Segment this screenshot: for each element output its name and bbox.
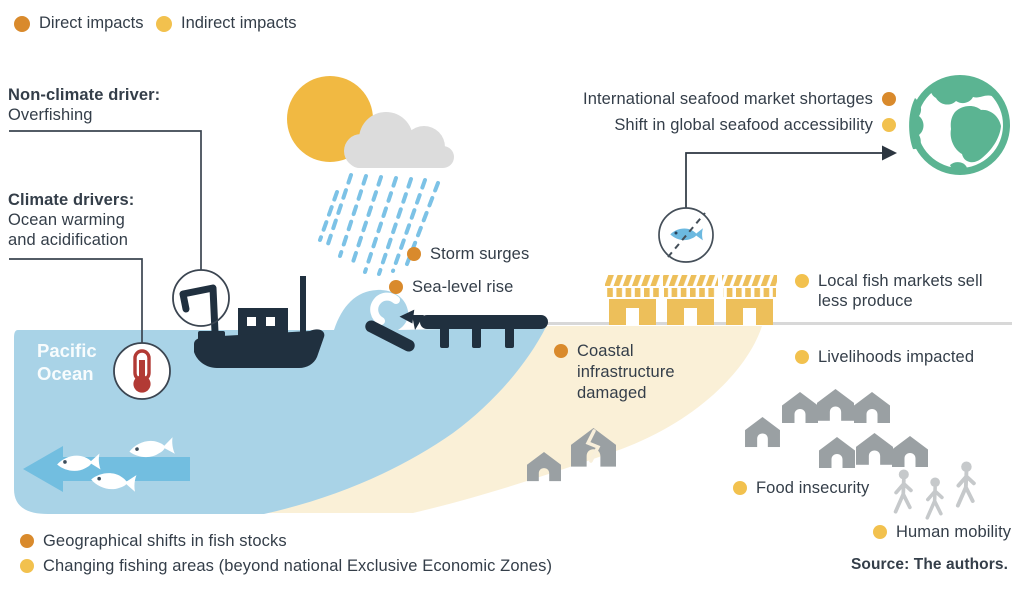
impact-label: Changing fishing areas (beyond national …	[43, 557, 553, 575]
impact-local-markets: Local fish markets sell less produce	[795, 271, 995, 311]
arrowhead-icon	[882, 145, 897, 161]
crack-icon	[585, 429, 601, 463]
broken-pier-icon	[365, 309, 548, 352]
impact-fish-stocks: Geographical shifts in fish stocks	[20, 531, 287, 551]
direct-impact-dot	[20, 534, 34, 548]
impact-label: Coastal infrastructure damaged	[577, 342, 675, 402]
wave-icon	[370, 292, 400, 325]
indirect-impact-dot	[20, 559, 34, 573]
indirect-impact-dot	[795, 274, 809, 288]
direct-impact-dot	[554, 344, 568, 358]
impact-label: Shift in global seafood accessibility	[614, 116, 873, 134]
impact-label: International seafood market shortages	[583, 90, 873, 108]
market-stall-icons	[605, 275, 777, 325]
non-climate-driver-label: Non-climate driver: Overfishing	[8, 85, 160, 125]
coastal-houses	[527, 428, 616, 482]
legend-direct: Direct impacts	[14, 14, 144, 33]
driver-body: and acidification	[8, 231, 129, 249]
ocean-label-line: Ocean	[37, 363, 94, 384]
impact-intl-shortages: International seafood market shortages	[583, 89, 896, 109]
impact-fishing-areas: Changing fishing areas (beyond national …	[20, 556, 552, 576]
indirect-impact-dot	[156, 15, 172, 32]
impact-global-access: Shift in global seafood accessibility	[614, 115, 896, 135]
person-walking-icon	[955, 461, 976, 508]
impact-sea-level-rise: Sea-level rise	[389, 277, 513, 297]
indirect-impact-dot	[795, 350, 809, 364]
indirect-impact-dot	[733, 481, 747, 495]
people-group	[893, 461, 976, 520]
house-icon	[819, 437, 855, 468]
impact-storm-surges: Storm surges	[407, 244, 529, 264]
indirect-impact-dot	[882, 118, 896, 132]
legend-label: Direct impacts	[39, 14, 144, 32]
source-credit: Source: The authors.	[850, 556, 1008, 573]
impact-label: Human mobility	[896, 523, 1012, 541]
driver-title: Non-climate driver:	[8, 86, 161, 104]
globe-icon	[909, 75, 1010, 175]
direct-impact-dot	[389, 280, 403, 294]
impact-label: Geographical shifts in fish stocks	[43, 532, 287, 550]
rain-cloud-icon	[344, 112, 454, 168]
climate-connector	[9, 258, 143, 343]
direct-impact-dot	[14, 15, 30, 32]
impact-label: Local fish markets sell less produce	[818, 272, 983, 310]
house-icon	[854, 392, 890, 423]
legend-indirect: Indirect impacts	[156, 14, 297, 33]
ocean-label: Pacific Ocean	[37, 339, 97, 385]
impact-label: Livelihoods impacted	[818, 348, 975, 366]
connector-lines	[9, 130, 882, 343]
market-stall-icon	[605, 275, 660, 325]
driver-body: Ocean warming	[8, 211, 125, 229]
house-icon	[745, 417, 780, 448]
impact-coastal-infra: Coastal infrastructure damaged	[554, 341, 714, 404]
legend-label: Indirect impacts	[181, 14, 297, 32]
migrating-fish-icons	[56, 437, 175, 492]
impact-food-insecurity: Food insecurity	[733, 478, 869, 498]
house-icon	[892, 436, 928, 467]
arrow-to-globe	[685, 152, 882, 208]
fish-migration-arrow-icon	[23, 446, 190, 492]
ground-line	[543, 322, 1012, 325]
house-icon	[856, 433, 893, 465]
direct-impact-dot	[407, 247, 421, 261]
fishing-boat-icon	[194, 276, 325, 368]
market-stall-icon	[663, 275, 718, 325]
thermometer-icon	[113, 342, 171, 400]
crane-hook-icon	[172, 269, 230, 347]
no-fish-icon	[658, 207, 714, 263]
impact-livelihoods: Livelihoods impacted	[795, 347, 974, 367]
ocean-label-line: Pacific	[37, 340, 97, 361]
non-climate-connector	[9, 130, 202, 270]
house-icon	[782, 392, 818, 423]
house-icon	[817, 389, 854, 421]
direct-impact-dot	[882, 92, 896, 106]
indirect-impact-dot	[873, 525, 887, 539]
person-walking-icon	[925, 477, 944, 520]
impact-label: Food insecurity	[756, 479, 870, 497]
driver-body: Overfishing	[8, 106, 93, 124]
market-stall-icon	[722, 275, 777, 325]
driver-title: Climate drivers:	[8, 191, 135, 209]
impact-human-mobility: Human mobility	[873, 522, 1011, 542]
person-walking-icon	[893, 469, 913, 514]
climate-driver-label: Climate drivers: Ocean warming and acidi…	[8, 190, 134, 250]
impact-label: Storm surges	[430, 245, 530, 263]
village-houses	[745, 389, 928, 468]
impact-label: Sea-level rise	[412, 278, 514, 296]
